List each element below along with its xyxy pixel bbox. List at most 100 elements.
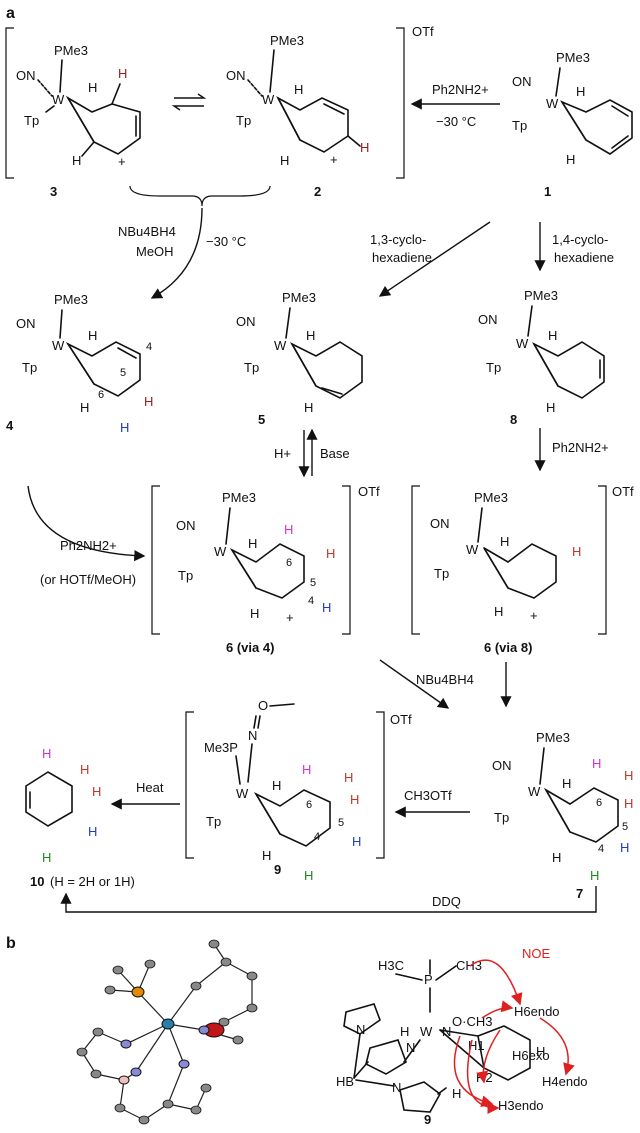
w-label: W [546,96,559,111]
h-blue-label: H [620,840,629,855]
h-red-label: H [80,762,89,777]
pme3-label: PMe3 [270,33,304,48]
ring-number-6: 6 [98,389,104,401]
h-magenta-label: H [592,756,601,771]
compound-label-10: 10 [30,874,44,889]
h-label: H [566,152,575,167]
w-label: W [274,338,287,353]
compound-4: PMe3 ON W Tp 4 5 6 H H H H [16,292,153,435]
arrow-13-cyclohexadiene [378,221,491,297]
tp-label: Tp [244,360,259,375]
pme3-label: PMe3 [282,290,316,305]
reagent-nbu4bh4: NBu4BH4 [118,224,176,239]
compound-label-1: 1 [544,184,551,199]
reagent-ddq: DDQ [432,894,461,909]
tp-label: Tp [236,113,251,128]
arrow-to-4 [150,207,203,299]
h-label: H [88,80,97,95]
reagent-temp-1: −30 °C [436,114,476,129]
on-label: ON [226,68,246,83]
h-blue-label: H [322,600,331,615]
ring-number-5: 5 [622,821,628,833]
pme3-label: PMe3 [536,730,570,745]
reagent-14-line2: hexadiene [554,250,614,265]
on-label: ON [16,316,36,331]
h2-label: H2 [476,1070,493,1085]
n-label: N [392,1080,401,1095]
h-red-label: H [326,546,335,561]
n-label: N [406,1040,415,1055]
compound-10-note: (H = 2H or 1H) [50,874,135,889]
h-green-label: H [304,868,313,883]
h-label: H [452,1086,461,1101]
w-label: W [52,92,65,107]
reagent-nbu4bh4-2: NBu4BH4 [416,672,474,687]
reagent-meoh: MeOH [136,244,174,259]
h-magenta-label: H [302,762,311,777]
h-label: H [304,400,313,415]
h-label: H [294,82,303,97]
reagent-hplus: H+ [274,446,291,461]
tp-label: Tp [178,568,193,583]
compound-10: H H H H H [25,746,101,865]
bracket-3-2 [5,27,405,179]
h-red-label: H [92,784,101,799]
pme3-label: PMe3 [222,490,256,505]
equilibrium-h-base [298,428,318,478]
tp-label: Tp [512,118,527,133]
h-label: H [494,604,503,619]
o-label: O [258,698,268,713]
otf-label-6a: OTf [358,484,380,499]
compound-label-3: 3 [50,184,57,199]
otf-label-6b: OTf [612,484,634,499]
hb-label: HB [336,1074,354,1089]
ring-number-6: 6 [596,797,602,809]
h-label: H [576,84,585,99]
w-label: W [528,784,541,799]
panel-label-b: b [6,935,16,952]
compound-label-2: 2 [314,184,321,199]
compound-label-6-via-4: 6 (via 4) [226,640,274,655]
crystal-structure [76,939,258,1125]
tp-label: Tp [22,360,37,375]
pme3-label: PMe3 [54,292,88,307]
on-label: ON [236,314,256,329]
h-red-label: H [144,394,153,409]
noe-label: NOE [522,946,551,961]
compound-3: PMe3 ON W Tp H H H + [16,43,141,169]
compound-label-7: 7 [576,886,583,901]
w-label: W [516,336,529,351]
h-label: H [562,776,571,791]
compound-9: Me3P O N W Tp H H H H H H H 6 5 4 [204,698,361,883]
reagent-heat: Heat [136,780,164,795]
on-label: ON [512,74,532,89]
equilibrium-arrows-3-2 [171,93,207,111]
h-label: H [248,536,257,551]
w-label: W [214,544,227,559]
w-label: W [52,338,65,353]
compound-1: PMe3 ON W Tp H H [512,50,633,167]
ring-number-4: 4 [314,831,320,843]
h-label: H [80,400,89,415]
bracket-6-via-4 [151,485,351,635]
h-green-label: H [42,850,51,865]
noe-arrows [453,959,575,1114]
plus-label: + [118,154,126,169]
o-ch3-label: O·CH3 [452,1014,492,1029]
on-label: ON [16,68,36,83]
plus-label: + [286,610,294,625]
h-label: H [552,850,561,865]
ch3-label: CH3 [456,958,482,973]
arrow-4-to-6 [27,485,146,562]
reagent-14-line1: 1,4-cyclo- [552,232,608,247]
arrow-6-to-7-left [379,659,450,709]
h-label: H [536,1044,545,1059]
arrow-7-to-10-ddq [60,886,597,913]
w-label: W [420,1024,433,1039]
brace-3-2 [129,185,271,207]
reagent-ph2nh2: Ph2NH2+ [432,82,489,97]
ring-number-5: 5 [338,817,344,829]
compound-label-8: 8 [510,412,517,427]
h-green-label: H [590,868,599,883]
